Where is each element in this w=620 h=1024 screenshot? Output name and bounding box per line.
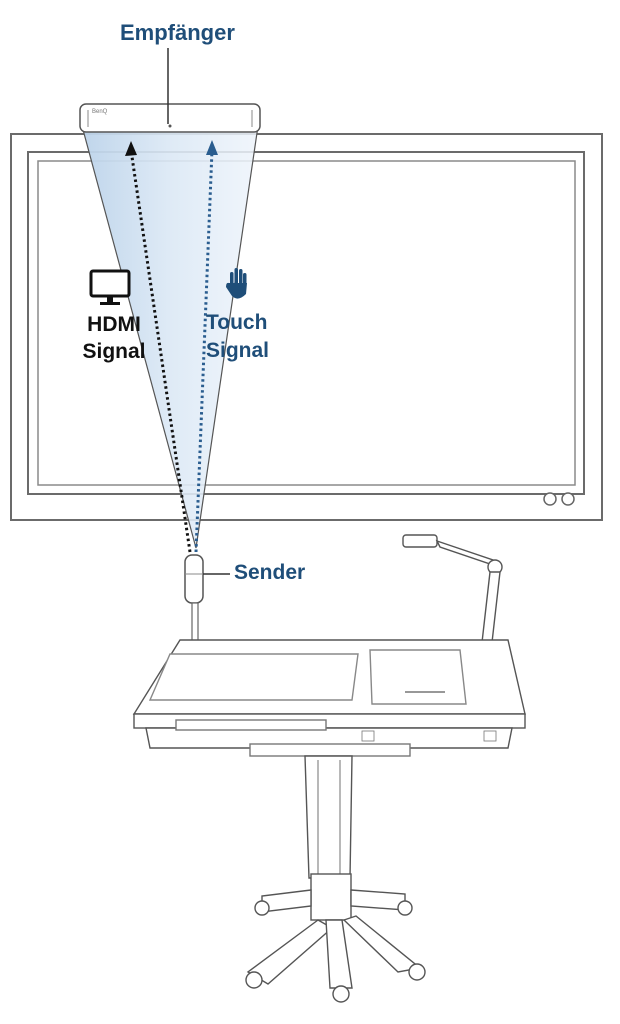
touch-signal-label: Touch Signal [206,309,269,365]
hdmi-label-line1: HDMI [87,313,141,336]
sender-label: Sender [234,561,306,584]
display-button-2 [561,492,575,506]
receiver-label: Empfänger [120,20,235,45]
receiver-brand: BenQ [92,109,108,115]
touch-label-line1: Touch [206,311,268,334]
monitor-icon [89,269,131,305]
touch-signal-line [194,140,218,553]
receiver-device: BenQ [79,103,261,133]
desk-stand [245,755,426,1003]
hdmi-signal-label: HDMI Signal [76,311,152,365]
hdmi-label-line2: Signal [82,340,146,363]
sender-device [184,554,204,646]
hdmi-signal-line [125,141,192,553]
desk [132,639,526,757]
hand-icon [226,268,247,299]
touch-label-line2: Signal [206,339,270,362]
display-button-1 [543,492,557,506]
